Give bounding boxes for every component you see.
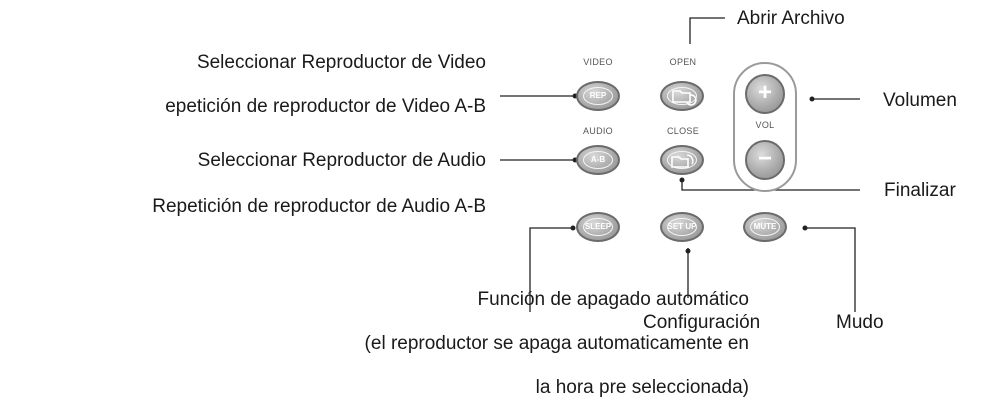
label-mudo: Mudo <box>836 312 884 333</box>
mute-button[interactable]: MUTE <box>743 212 787 242</box>
label-apagado-3: la hora pre seleccionada) <box>535 377 749 398</box>
caption-open: OPEN <box>669 57 697 67</box>
caption-video: VIDEO <box>583 57 613 67</box>
close-button[interactable] <box>660 145 704 175</box>
label-repeticion-audio: Repetición de reproductor de Audio A-B <box>152 196 486 217</box>
folder-close-icon <box>671 154 694 168</box>
setup-button[interactable]: SET UP <box>660 212 704 242</box>
sleep-button[interactable]: SLEEP <box>576 212 620 242</box>
line-finalizar <box>681 180 860 191</box>
rep-label: REP <box>589 91 607 100</box>
label-repeticion-video: epetición de reproductor de Video A-B <box>165 96 486 117</box>
open-button[interactable] <box>660 81 704 111</box>
caption-audio: AUDIO <box>582 126 613 136</box>
label-seleccionar-video: Seleccionar Reproductor de Video <box>196 52 486 73</box>
label-seleccionar-audio: Seleccionar Reproductor de Audio <box>197 150 486 171</box>
line-mute <box>805 227 856 312</box>
setup-label: SET UP <box>667 222 697 231</box>
volume-control: + VOL − <box>733 62 797 192</box>
mute-label: MUTE <box>753 222 777 231</box>
volume-down-button[interactable]: − <box>745 140 785 180</box>
label-abrir-archivo: Abrir Archivo <box>737 8 845 29</box>
line-abrir <box>689 17 725 44</box>
label-finalizar: Finalizar <box>884 180 956 201</box>
folder-open-icon <box>672 90 697 106</box>
label-configuracion: Configuración <box>643 312 761 333</box>
label-apagado-2: (el reproductor se apaga automaticamente… <box>364 333 749 354</box>
label-volumen: Volumen <box>883 90 957 111</box>
caption-vol: VOL <box>755 120 775 130</box>
ab-label: A-B <box>590 155 606 164</box>
label-apagado-1: Función de apagado automático <box>477 289 749 310</box>
caption-close: CLOSE <box>666 126 699 136</box>
ab-audio-button[interactable]: A-B <box>576 145 620 175</box>
sleep-label: SLEEP <box>584 222 612 231</box>
volume-up-button[interactable]: + <box>745 74 785 114</box>
line-sleep <box>529 227 573 312</box>
rep-button[interactable]: REP <box>576 81 620 111</box>
